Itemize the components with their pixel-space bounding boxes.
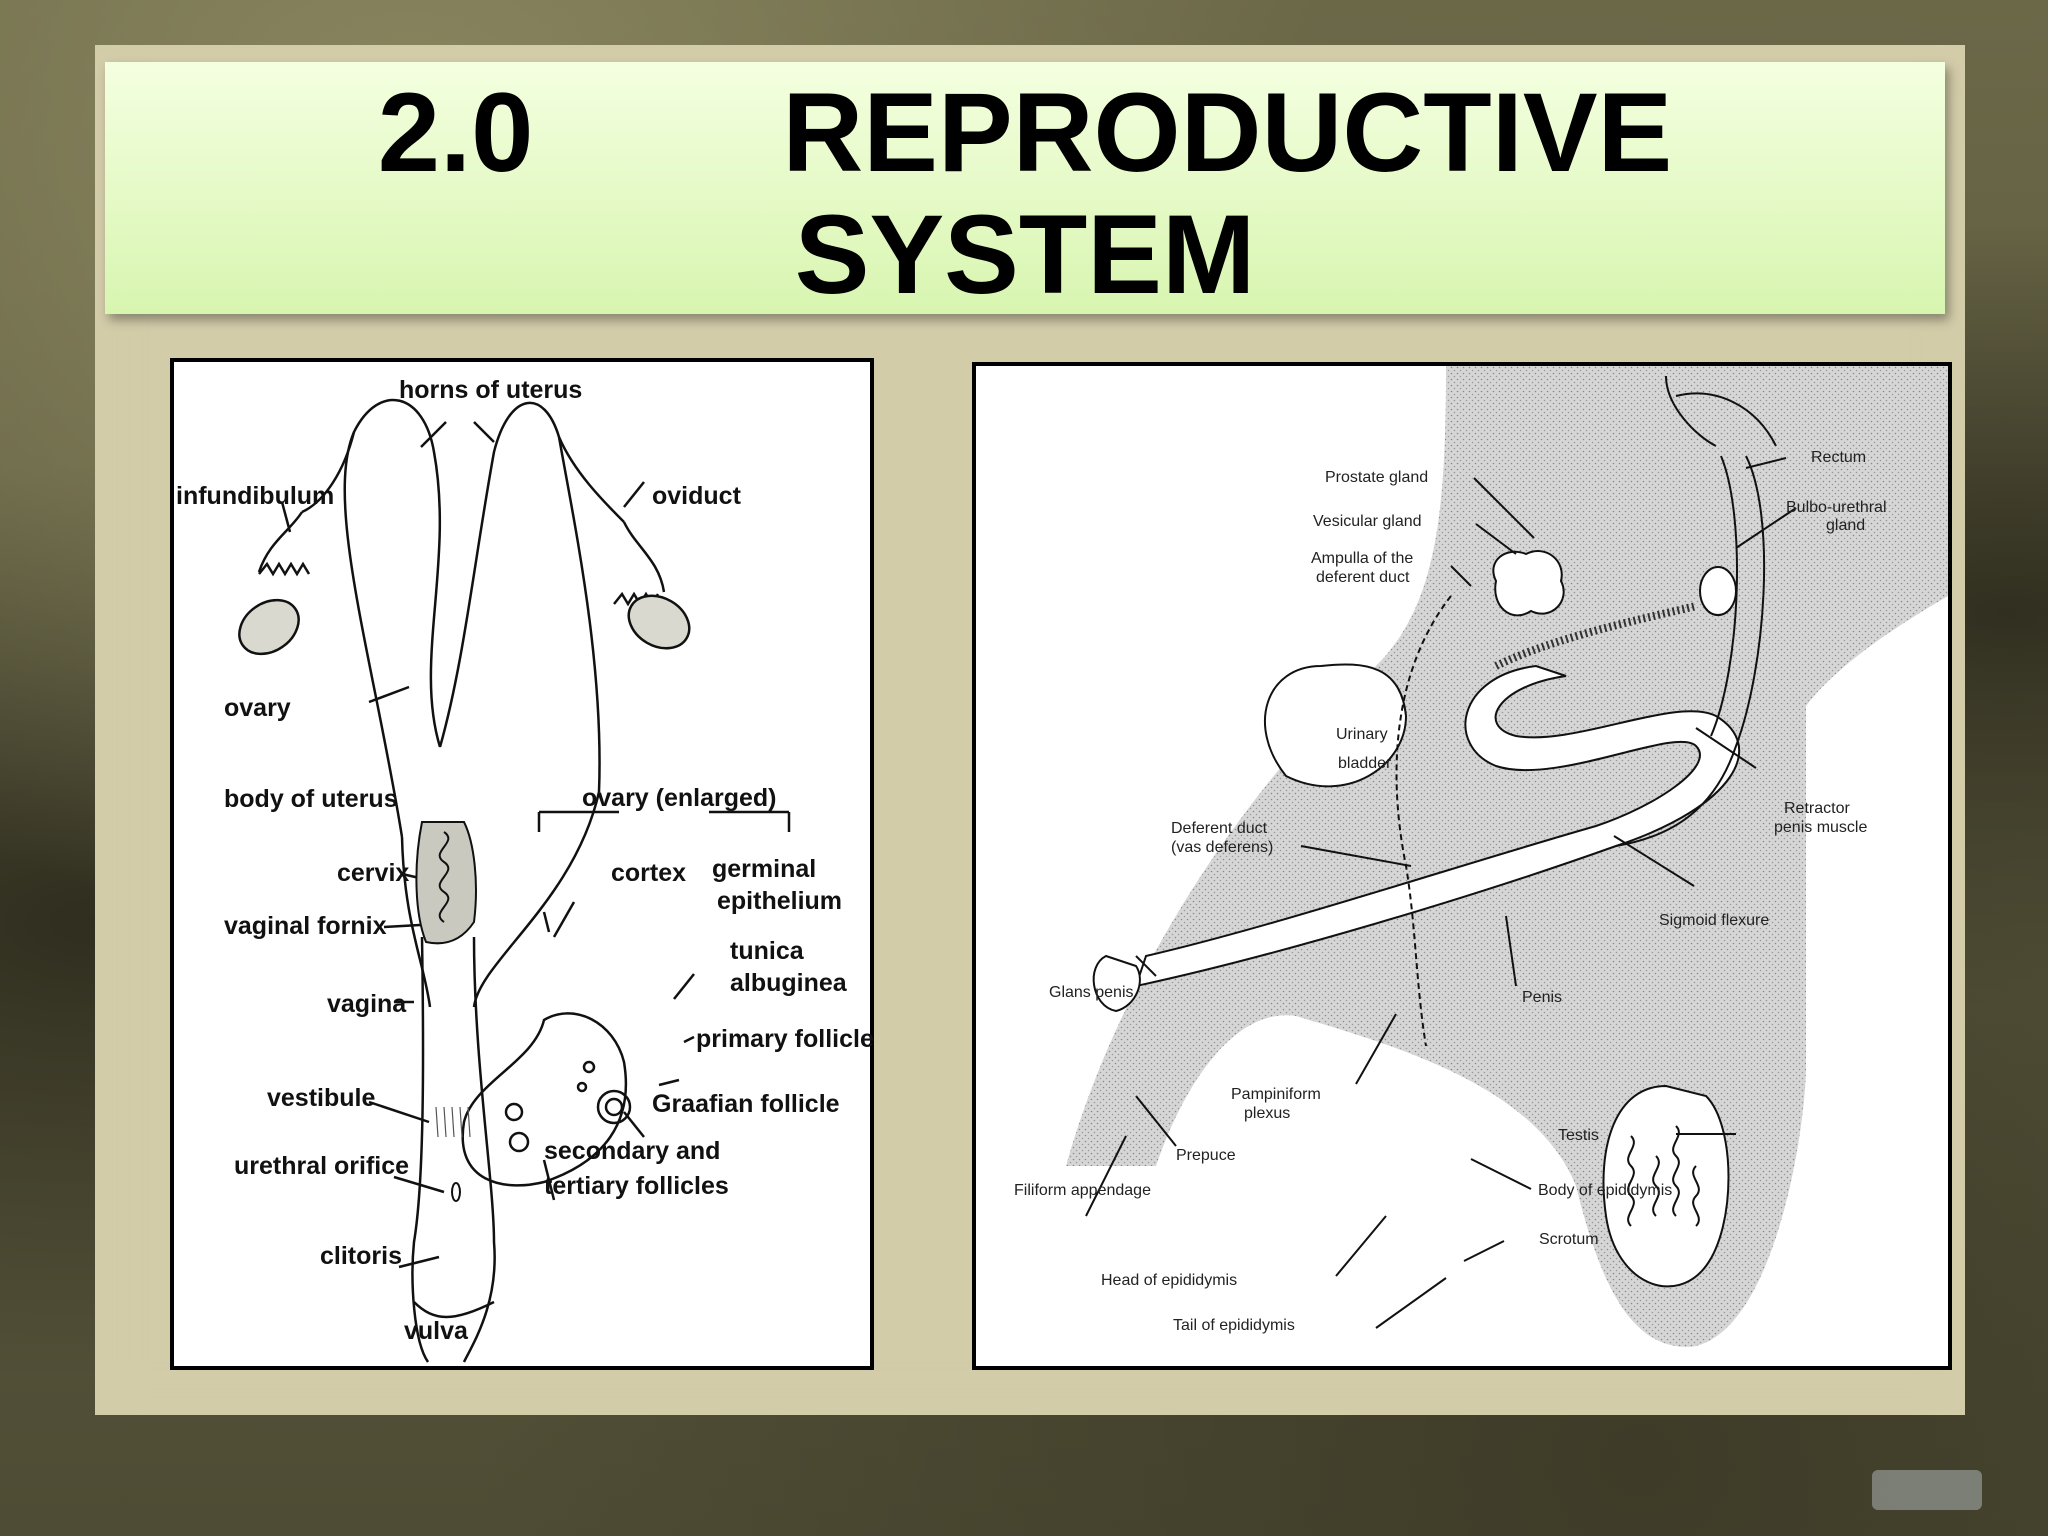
male-reproductive-diagram: Rectum Prostate gland Vesicular gland Bu… bbox=[972, 362, 1952, 1370]
label-vaginal-fornix: vaginal fornix bbox=[224, 912, 387, 940]
label-body-of-epididymis: Body of epididymis bbox=[1538, 1182, 1673, 1199]
label-ampulla-1: Ampulla of the bbox=[1311, 550, 1414, 567]
label-body-of-uterus: body of uterus bbox=[224, 785, 398, 813]
label-glans-penis: Glans penis bbox=[1049, 984, 1134, 1001]
label-head-of-epididymis: Head of epididymis bbox=[1101, 1272, 1238, 1289]
label-vulva: vulva bbox=[404, 1317, 468, 1345]
label-tail-of-epididymis: Tail of epididymis bbox=[1173, 1317, 1295, 1334]
label-ampulla-2: deferent duct bbox=[1316, 569, 1410, 586]
label-urethral-orifice: urethral orifice bbox=[234, 1152, 410, 1180]
title-line-2: SYSTEM bbox=[794, 192, 1256, 317]
label-penis: Penis bbox=[1522, 989, 1563, 1006]
label-vagina: vagina bbox=[327, 990, 407, 1018]
label-urinary-1: Urinary bbox=[1336, 726, 1388, 743]
label-scrotum: Scrotum bbox=[1539, 1231, 1599, 1248]
title-banner: 2.0 REPRODUCTIVE SYSTEM bbox=[105, 62, 1945, 316]
title-line-1: 2.0 REPRODUCTIVE bbox=[377, 70, 1673, 195]
label-tertiary-follicles: tertiary follicles bbox=[544, 1172, 729, 1200]
label-oviduct: oviduct bbox=[652, 482, 741, 510]
corner-watermark bbox=[1872, 1470, 1982, 1510]
label-tunica: tunica bbox=[730, 937, 804, 965]
female-reproductive-diagram: horns of uterus infundibulum oviduct ova… bbox=[170, 358, 874, 1370]
label-graafian-follicle: Graafian follicle bbox=[652, 1090, 840, 1118]
male-diagram-drawing bbox=[1066, 366, 1948, 1347]
label-vesicular-gland: Vesicular gland bbox=[1313, 513, 1422, 530]
label-vestibule: vestibule bbox=[267, 1084, 376, 1112]
label-horns-of-uterus: horns of uterus bbox=[399, 376, 583, 404]
label-epithelium: epithelium bbox=[717, 887, 843, 915]
label-retractor-1: Retractor bbox=[1784, 800, 1850, 817]
label-secondary-and: secondary and bbox=[544, 1137, 721, 1165]
label-pampiniform-1: Pampiniform bbox=[1231, 1086, 1321, 1103]
label-filiform-appendage: Filiform appendage bbox=[1014, 1182, 1151, 1199]
label-ovary: ovary bbox=[224, 694, 291, 722]
label-bulbo-urethral-1: Bulbo-urethral bbox=[1786, 499, 1887, 516]
label-ovary-enlarged: ovary (enlarged) bbox=[582, 784, 777, 812]
label-testis: Testis bbox=[1558, 1127, 1599, 1144]
label-clitoris: clitoris bbox=[320, 1242, 402, 1270]
label-deferent-2: (vas deferens) bbox=[1171, 839, 1274, 856]
label-primary-follicle: primary follicle bbox=[696, 1025, 874, 1053]
label-urinary-2: bladder bbox=[1338, 755, 1392, 772]
female-diagram-drawing bbox=[238, 398, 791, 1363]
label-cortex: cortex bbox=[611, 859, 687, 887]
label-retractor-2: penis muscle bbox=[1774, 819, 1868, 836]
label-pampiniform-2: plexus bbox=[1244, 1105, 1291, 1122]
label-deferent-1: Deferent duct bbox=[1171, 820, 1268, 837]
label-prepuce: Prepuce bbox=[1176, 1147, 1236, 1164]
label-bulbo-urethral-2: gland bbox=[1826, 517, 1866, 534]
label-albuginea: albuginea bbox=[730, 969, 847, 997]
slide-title: 2.0 REPRODUCTIVE SYSTEM bbox=[105, 72, 1945, 316]
label-prostate-gland: Prostate gland bbox=[1325, 469, 1429, 486]
label-germinal: germinal bbox=[712, 855, 817, 883]
label-cervix: cervix bbox=[337, 859, 410, 887]
label-rectum: Rectum bbox=[1811, 449, 1867, 466]
label-infundibulum: infundibulum bbox=[176, 482, 335, 510]
label-sigmoid-flexure: Sigmoid flexure bbox=[1659, 912, 1770, 929]
